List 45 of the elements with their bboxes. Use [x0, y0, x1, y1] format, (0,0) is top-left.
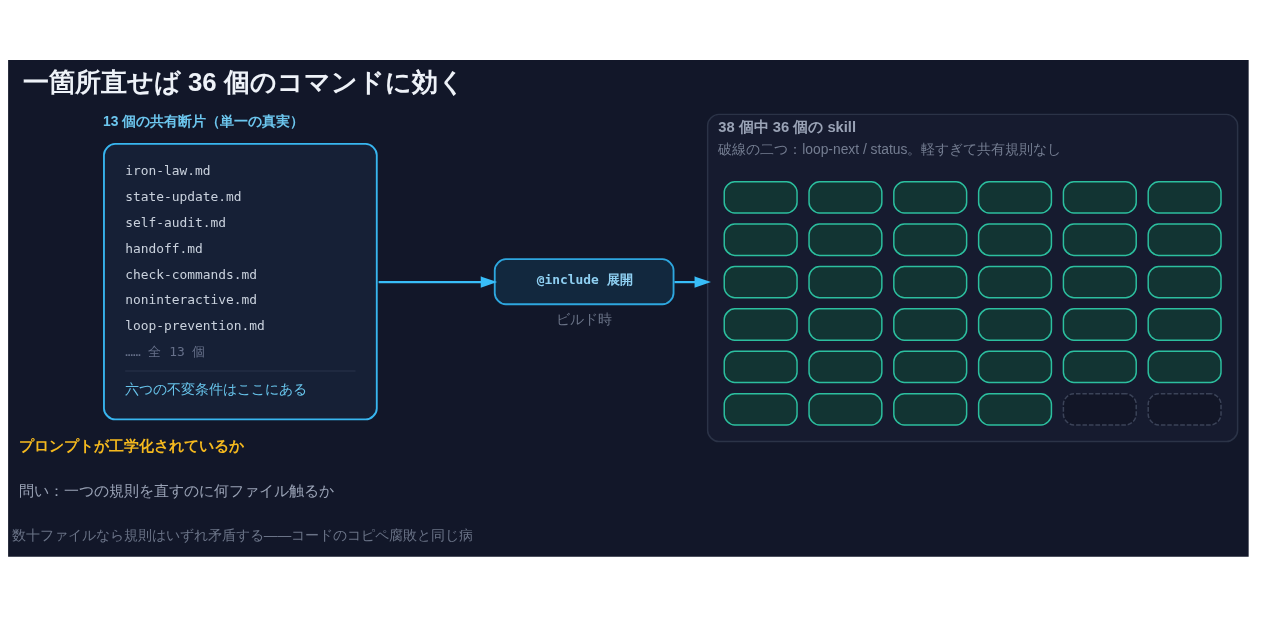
node-box	[977, 308, 1053, 341]
node-box	[1062, 350, 1137, 384]
node-box	[977, 265, 1053, 299]
node-box	[1147, 265, 1222, 299]
node-box	[1062, 223, 1137, 257]
node-box	[723, 308, 798, 341]
node-box	[1062, 392, 1137, 426]
node-box	[893, 308, 968, 341]
node-box	[1147, 350, 1222, 384]
node-box	[893, 392, 968, 426]
node-box	[808, 223, 883, 257]
label: 問い：一つの規則を直すのに何ファイル触るか	[19, 482, 335, 499]
node-box	[808, 308, 883, 341]
node-box	[893, 223, 968, 257]
node-box	[808, 350, 883, 384]
node-box	[1147, 223, 1222, 257]
node-box	[1062, 308, 1137, 341]
node-label: ビルド時	[556, 310, 613, 327]
node-box	[977, 180, 1053, 214]
arrow	[378, 276, 498, 288]
node-box	[723, 265, 798, 299]
diagram-title: 一箇所直せば 36 個のコマンドに効く	[22, 68, 465, 97]
node-box	[893, 350, 968, 384]
node-box	[893, 180, 968, 214]
node-box	[1147, 180, 1222, 214]
node-box	[723, 223, 798, 257]
node-box	[723, 392, 798, 426]
node-box	[893, 265, 968, 299]
node-box	[808, 180, 883, 214]
node-box	[977, 392, 1053, 426]
label: 数十ファイルなら規則はいずれ矛盾する——コードのコピペ腐敗と同じ病	[11, 527, 474, 544]
node-box	[977, 223, 1053, 257]
node-box	[1062, 265, 1137, 299]
node-label: 13 個の共有断片（単一の真実）	[103, 113, 305, 130]
node-box	[977, 350, 1053, 384]
node-box	[808, 392, 883, 426]
node-box	[1147, 308, 1222, 341]
cluster: 38 個中 36 個の skill 破線の二つ：loop-next / status。軽すぎて共有規則なし	[706, 113, 1239, 443]
label: プロンプトが工学化されているか	[19, 437, 245, 454]
node-box	[1147, 392, 1222, 426]
node-box	[808, 265, 883, 299]
node-box	[723, 350, 798, 384]
node-box	[723, 180, 798, 214]
arrow	[674, 276, 711, 288]
node-box	[1062, 180, 1137, 214]
